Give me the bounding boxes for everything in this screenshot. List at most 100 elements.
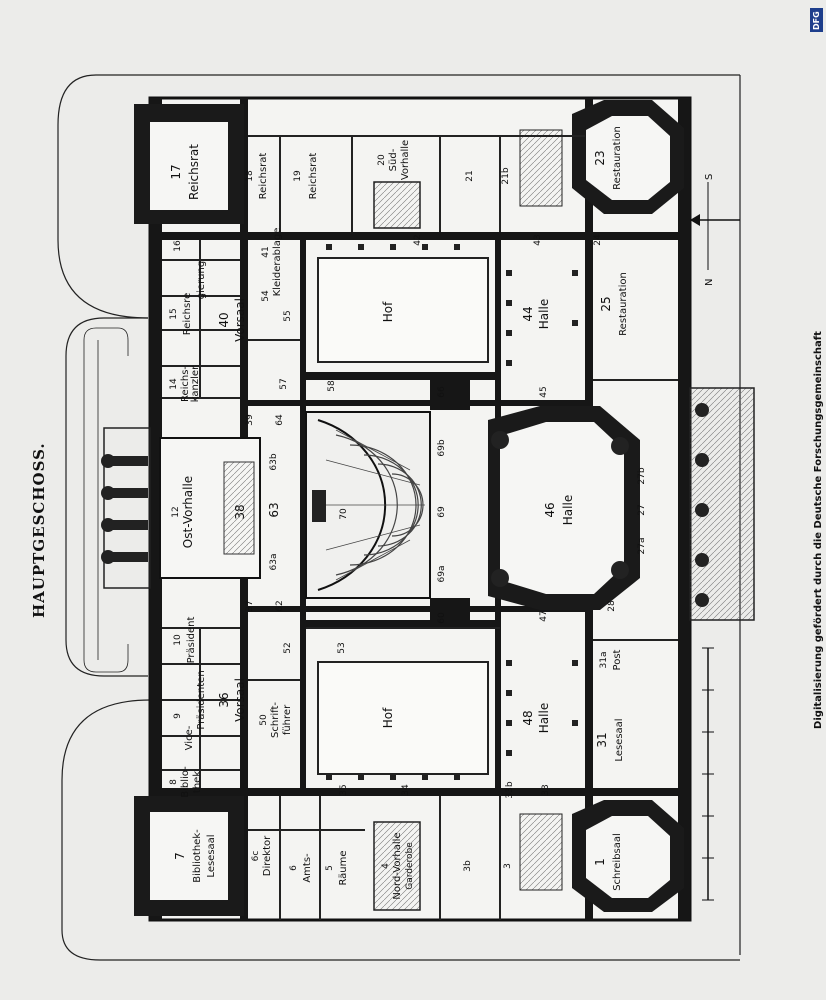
room-57-num: 57 (279, 378, 289, 389)
room-20-name: Süd- (388, 148, 399, 171)
room-37-num: 37 (245, 600, 255, 611)
room-23-name: Restauration (612, 126, 623, 190)
room-53-num: 53 (337, 642, 347, 653)
dfg-logo: DFG (810, 8, 823, 32)
scale-bar (702, 647, 714, 901)
room-4-name: Nord-Vorhalle (392, 832, 403, 899)
room-15-name2: gierung (196, 261, 207, 299)
room-25-num: 25 (599, 296, 613, 311)
room-27-num: 27 (637, 504, 647, 515)
room-18-name: Reichsrat (258, 153, 269, 200)
nord-vorhalle-stairs (373, 821, 421, 911)
courtyard-south-label: Hof (381, 707, 395, 728)
room-44-name: Halle (537, 299, 551, 329)
room-5-num: 5 (325, 865, 335, 871)
room-40-name: Vorsaal (233, 298, 247, 342)
room-15-num: 15 (169, 308, 179, 319)
digitization-credit: Digitalisierung gefördert durch die Deut… (813, 331, 824, 729)
compass-south: S (704, 174, 715, 180)
room-31-name: Lesesaal (614, 718, 625, 761)
room-62-num: 62 (275, 600, 285, 611)
room-27b-num: 27b (637, 467, 647, 484)
room-20-num: 20 (377, 154, 387, 166)
room-55-num: 55 (283, 310, 293, 321)
room-69b-num: 69b (437, 439, 447, 456)
room-17-name: Reichsrat (187, 144, 201, 200)
room-50-name2: führer (282, 704, 293, 735)
room-46-num: 46 (543, 502, 557, 517)
room-19-name: Reichsrat (308, 153, 319, 200)
room-17-num: 17 (169, 164, 183, 179)
room-39-num: 39 (245, 414, 255, 426)
room-6c-num: 6c (251, 851, 261, 862)
room-25-name: Restauration (618, 272, 629, 336)
room-31-num: 31 (595, 732, 609, 747)
room-31a-name: Post (612, 649, 623, 670)
room-19-num: 19 (293, 170, 303, 182)
room-33-num: 33 (541, 784, 551, 795)
room-6-name: Amts- (302, 853, 313, 883)
room-18-num: 18 (245, 170, 255, 182)
room-8-num: 8 (169, 779, 179, 785)
room-16-num: 16 (173, 240, 183, 252)
room-labels: 17 Reichsrat 18 Reichsrat 19 Reichsrat 2… (169, 126, 647, 899)
room-63b-num: 63b (269, 453, 279, 470)
room-15-name: Reichsre (182, 293, 193, 336)
room-43-num: 43 (533, 234, 543, 245)
room-40-num: 40 (217, 312, 231, 327)
stair-3 (519, 813, 563, 891)
room-28-num: 28 (607, 600, 617, 612)
room-50-name: Schrift- (270, 702, 281, 738)
ost-vorhalle (159, 437, 261, 579)
room-69a-num: 69a (437, 566, 447, 583)
room-41-num: 41 (261, 246, 271, 257)
room-1-name: Schreibsaal (612, 833, 623, 891)
room-1-num: 1 (593, 858, 607, 866)
central-hall (488, 406, 640, 610)
room-7-num: 7 (173, 852, 187, 860)
room-7-name2: Lesesaal (206, 834, 217, 877)
plenary-chamber (305, 411, 431, 599)
room-21-num: 21 (465, 170, 475, 181)
stair-21 (519, 129, 563, 207)
room-36-name: Vorsaal (233, 678, 247, 722)
room-46-name: Halle (561, 495, 575, 525)
room-48-name: Halle (537, 703, 551, 733)
room-3b-num: 3b (463, 860, 473, 872)
room-63a-num: 63a (269, 554, 279, 571)
room-8-name: Biblio- (180, 766, 191, 798)
courtyard-north-label: Hof (381, 301, 395, 322)
room-66-num: 66 (437, 386, 447, 398)
room-5-name: Räume (338, 850, 349, 885)
sued-vorhalle-stairs (373, 181, 421, 229)
room-6c-name: Direktor (262, 835, 273, 876)
room-44-num: 44 (521, 306, 535, 321)
room-34-num: 34 (401, 784, 411, 796)
room-24-num: 24 (593, 234, 603, 246)
corner-pavilions (134, 100, 684, 916)
room-partitions (162, 135, 678, 920)
site-outline (57, 74, 741, 961)
room-47-num: 47 (539, 610, 549, 621)
room-27a-num: 27a (637, 538, 647, 555)
room-10-num: 10 (173, 634, 183, 646)
room-14-name2: kanzler (190, 365, 201, 402)
room-38-num: 38 (233, 504, 247, 519)
room-9-name: Vice- (184, 725, 195, 750)
room-6-num: 6 (289, 865, 299, 871)
room-3-num: 3 (503, 863, 513, 869)
room-45-num: 45 (539, 386, 549, 397)
room-48-num: 48 (521, 710, 535, 725)
room-31a-num: 31a (599, 652, 609, 669)
compass-north: N (704, 279, 715, 286)
room-58-num: 58 (327, 380, 337, 392)
room-54-num: 54 (261, 290, 271, 302)
room-20-name2: Vorhalle (400, 140, 411, 180)
room-70-num: 70 (339, 508, 349, 520)
room-50-num: 50 (259, 714, 269, 726)
dfg-logo-text: DFG (812, 11, 821, 30)
room-7-name: Bibliothek- (192, 829, 203, 883)
room-12-num: 12 (171, 506, 181, 517)
room-35-num: 35 (339, 784, 349, 795)
